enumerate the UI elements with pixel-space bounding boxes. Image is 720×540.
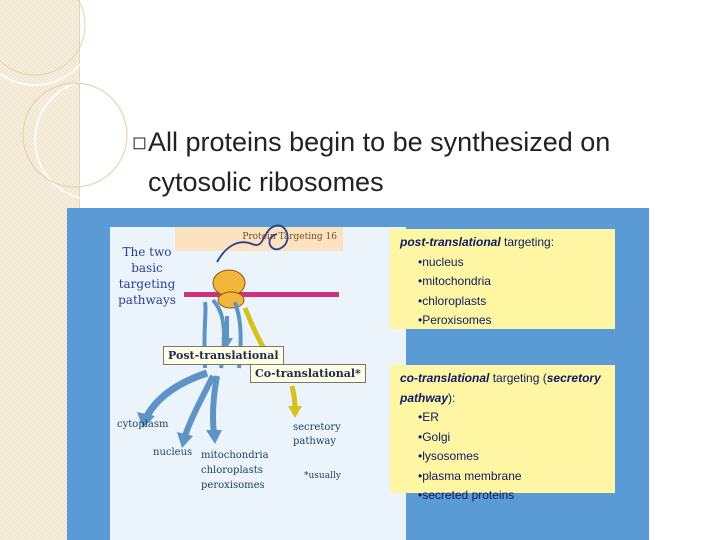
dest-peroxisomes: peroxisomes bbox=[201, 480, 265, 491]
list-item: nucleus bbox=[418, 253, 605, 273]
list-item: ER bbox=[418, 408, 605, 428]
dest-secretory-line-1: secretory bbox=[293, 422, 341, 433]
dest-secretory-line-2: pathway bbox=[293, 436, 336, 447]
bullet-line-2: cytosolic ribosomes bbox=[148, 167, 384, 197]
post-box-title: post-translational targeting: bbox=[400, 233, 605, 253]
decorative-circles bbox=[0, 0, 156, 201]
co-box-title-mid: targeting ( bbox=[489, 371, 547, 385]
co-box-title-em: co-translational bbox=[400, 371, 490, 385]
dest-organelles: mitochondria chloroplasts peroxisomes bbox=[201, 448, 269, 493]
list-item: lysosomes bbox=[418, 447, 605, 467]
diagram-panel bbox=[110, 227, 406, 540]
list-item: secreted proteins bbox=[418, 486, 605, 506]
post-box-title-em: post-translational bbox=[400, 235, 501, 249]
co-box-title-end: ): bbox=[448, 390, 456, 405]
post-box-list: nucleus mitochondria chloroplasts Peroxi… bbox=[400, 253, 605, 331]
usually-note: *usually bbox=[304, 471, 341, 481]
mrna-strand bbox=[216, 224, 289, 263]
pathway-drawing bbox=[137, 224, 339, 448]
list-item: plasma membrane bbox=[418, 467, 605, 487]
dest-mitochondria: mitochondria bbox=[201, 450, 269, 461]
membrane-bar bbox=[184, 292, 339, 297]
post-translational-box: post-translational targeting: nucleus mi… bbox=[390, 229, 615, 329]
dest-chloroplasts: chloroplasts bbox=[201, 465, 263, 476]
dest-secretory: secretory pathway bbox=[293, 421, 341, 449]
figure-header: Protein Targeting 16 bbox=[175, 227, 343, 251]
bullet-line-1: ◻All proteins begin to be synthesized on bbox=[132, 122, 712, 162]
list-item: mitochondria bbox=[418, 272, 605, 292]
bullet-icon: ◻ bbox=[132, 132, 147, 152]
list-item: chloroplasts bbox=[418, 292, 605, 312]
bullet-text: ◻All proteins begin to be synthesized on… bbox=[132, 122, 712, 202]
co-box-title-em2: secretory pathway bbox=[400, 371, 601, 405]
dest-nucleus: nucleus bbox=[153, 447, 193, 458]
post-box-title-rest: targeting: bbox=[500, 235, 555, 249]
co-box-list: ER Golgi lysosomes plasma membrane secre… bbox=[400, 408, 605, 506]
list-item: Golgi bbox=[418, 428, 605, 448]
post-translational-label: Post-translational bbox=[163, 346, 284, 365]
protein-targeting-figure: Protein Targeting 16 bbox=[67, 208, 649, 540]
pathways-intro-note: The two basic targeting pathways bbox=[118, 245, 176, 307]
dest-cytoplasm: cytoplasm bbox=[117, 419, 169, 430]
co-translational-box: co-translational targeting (secretory pa… bbox=[390, 365, 615, 502]
co-box-title: co-translational targeting (secretory pa… bbox=[400, 369, 605, 408]
list-item: Peroxisomes bbox=[418, 311, 605, 331]
ribosome-icon bbox=[212, 269, 246, 309]
slide-left-band bbox=[0, 0, 80, 540]
figure-header-text: Protein Targeting 16 bbox=[242, 232, 337, 242]
bullet-line-1-text: All proteins begin to be synthesized on bbox=[148, 127, 611, 157]
co-translational-label: Co-translational* bbox=[250, 364, 366, 383]
